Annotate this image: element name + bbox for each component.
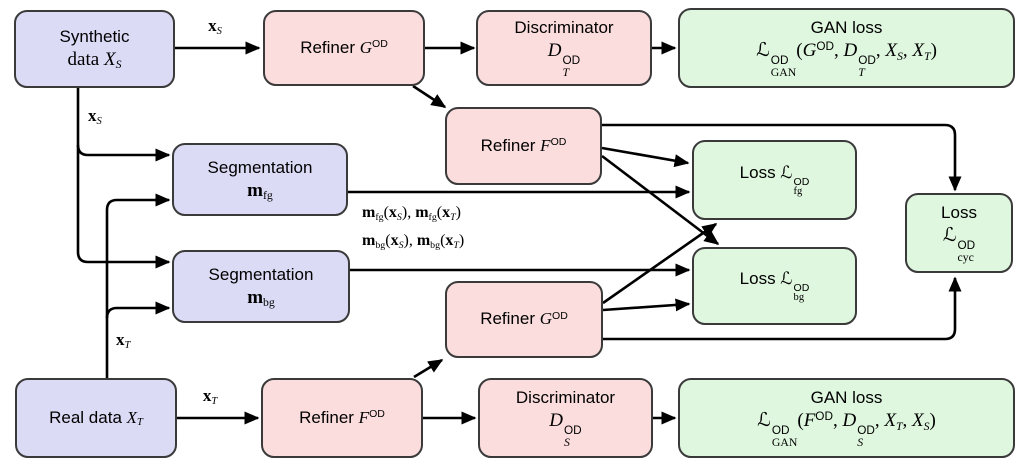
node-label: Refiner GOD (300, 37, 388, 57)
node-segmentation-fg: Segmentation mfg (172, 143, 348, 216)
node-refiner-g-mid: Refiner GOD (445, 281, 603, 358)
node-label: Real data XT (49, 407, 143, 429)
node-refiner-f-mid: Refiner FOD (445, 107, 602, 185)
edge-label-masks-fg: mfg(xS), mfg(xT) (362, 204, 461, 223)
edge-label-xt-bottom: xT (202, 386, 218, 407)
node-refiner-f-bottom: Refiner FOD (261, 378, 423, 458)
node-label: Discriminator (514, 18, 614, 38)
node-label: Refiner FOD (480, 135, 567, 155)
edge-label-xs-top: xS (208, 16, 222, 37)
node-label: GAN loss (810, 18, 883, 38)
node-refiner-g-top: Refiner GOD (263, 10, 425, 86)
node-label: data XS (67, 49, 122, 72)
arrow-refiner-g-mid-to-loss-bg (602, 298, 691, 312)
arrow-refiner-g-mid-to-loss-cyc (603, 276, 962, 341)
node-segmentation-bg: Segmentation mbg (172, 250, 350, 323)
arrow-xs-branch-to-seg-fg (76, 144, 171, 162)
arrow-refiner-g-mid-to-loss-fg (602, 222, 718, 305)
arrow-refiner-f-mid-to-loss-fg (601, 146, 690, 168)
node-label: GAN loss (810, 388, 883, 408)
node-synthetic-data: Synthetic data XS (14, 10, 175, 88)
arrow-xt-trunk-to-seg-fg (105, 193, 171, 378)
node-label: Synthetic (59, 27, 130, 47)
arrow-refiner-g-top-to-refiner-f-mid (412, 84, 447, 109)
arrow-refiner-f-mid-to-loss-cyc (602, 123, 962, 192)
edge-label-xt-left: xT (116, 330, 131, 351)
node-label: mfg (247, 179, 273, 202)
node-label: mbg (247, 286, 275, 309)
edge-label-masks-bg: mbg(xS), mbg(xT) (362, 232, 465, 251)
arrow-refiner-f-bottom-to-refiner-g-mid (413, 358, 444, 379)
edge-label-xs-left: xS (88, 106, 102, 127)
node-label: Refiner GOD (480, 309, 568, 329)
node-real-data: Real data XT (15, 378, 177, 458)
arrow-xt-branch-to-seg-bg (105, 301, 171, 319)
node-label: Segmentation (208, 264, 314, 284)
arrow-xs-trunk-to-seg-bg (76, 88, 171, 269)
node-label: Segmentation (207, 157, 313, 177)
node-label: Refiner FOD (299, 407, 385, 427)
node-label: Loss (941, 203, 977, 223)
arrow-refiner-f-mid-to-loss-bg (601, 154, 720, 246)
node-label: Discriminator (515, 388, 616, 408)
